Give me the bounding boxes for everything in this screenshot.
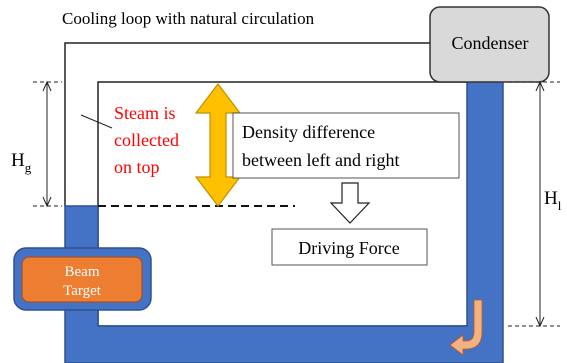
density-label-line1: Density difference: [242, 122, 375, 142]
steam-label-line1: Steam is: [114, 103, 176, 123]
inner-bottom-line: [97, 290, 467, 327]
density-label-line2: between left and right: [242, 150, 399, 170]
beam-target: [21, 256, 143, 303]
hg-label-sub: g: [25, 160, 32, 175]
hl-label-base: H: [544, 188, 558, 209]
hg-arrow-bottom: [42, 196, 52, 208]
hl-label-sub: l: [558, 198, 562, 213]
beam-target-label-line2: Target: [63, 283, 102, 299]
hg-label: Hg: [11, 150, 32, 175]
driving-force-box: [271, 228, 428, 266]
hl-arrow-top: [535, 80, 545, 92]
outer-pipe-line: [64, 42, 430, 206]
condenser: [429, 6, 550, 83]
steam-leader-line: [80, 114, 113, 129]
beam-target-label-line1: Beam: [65, 264, 100, 280]
condenser-label: Condenser: [452, 33, 529, 53]
hl-label: Hl: [544, 188, 562, 213]
hg-label-base: H: [11, 150, 25, 171]
height-difference-arrow: [194, 83, 242, 207]
down-arrow: [329, 182, 371, 224]
density-difference-box: [232, 112, 460, 179]
steam-label-line3: on top: [114, 157, 160, 177]
driving-force-label: Driving Force: [298, 238, 399, 258]
hg-arrow-top: [42, 80, 52, 92]
title: Cooling loop with natural circulation: [62, 9, 315, 28]
hl-arrow-bottom: [535, 316, 545, 328]
flow-direction-arrow: [449, 299, 483, 356]
steam-label-line2: collected: [114, 130, 179, 150]
